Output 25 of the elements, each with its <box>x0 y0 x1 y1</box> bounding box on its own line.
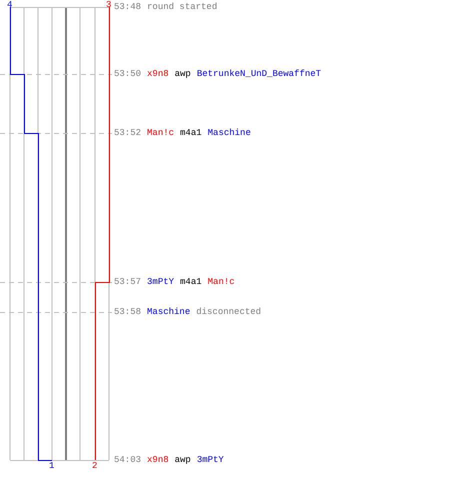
player-name: Maschine <box>147 307 190 317</box>
weapon-name: m4a1 <box>180 277 202 287</box>
weapon-name: awp <box>174 69 191 79</box>
timestamp: 53:48 <box>114 2 142 12</box>
timestamp: 54:03 <box>114 455 142 465</box>
timestamp: 53:57 <box>114 277 142 287</box>
weapon-name: awp <box>174 455 191 465</box>
rank-number: 1 <box>49 461 54 471</box>
weapon-name: m4a1 <box>180 128 202 138</box>
rank-number: 4 <box>7 0 12 10</box>
player-name: Man!c <box>147 128 174 138</box>
player-name: x9n8 <box>147 455 169 465</box>
player-name: Man!c <box>208 277 235 287</box>
player-name: 3mPtY <box>196 455 224 465</box>
timestamp: 53:52 <box>114 128 142 138</box>
player-name: x9n8 <box>147 69 169 79</box>
timestamp: 53:58 <box>114 307 142 317</box>
rank-number: 3 <box>106 0 112 10</box>
player-name: BetrunkeN_UnD_BewaffneT <box>196 69 322 79</box>
timestamp: 53:50 <box>114 69 142 79</box>
player-name: 3mPtY <box>147 277 174 287</box>
rank-number: 2 <box>92 461 98 471</box>
event-text: disconnected <box>196 307 262 317</box>
player-name: Maschine <box>208 128 251 138</box>
event-text: round started <box>147 2 218 12</box>
